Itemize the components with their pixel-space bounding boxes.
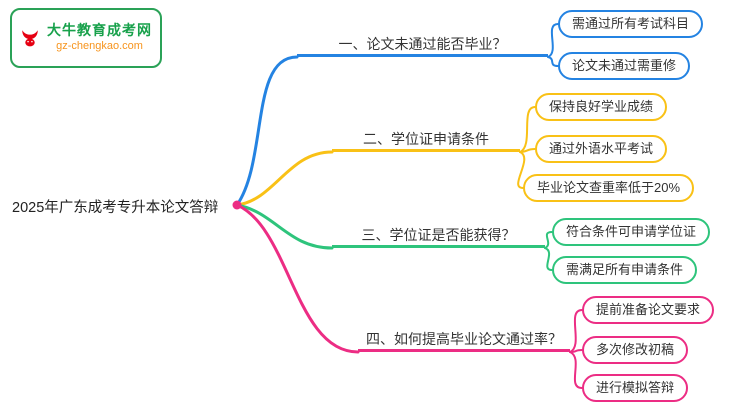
branch2-leaf2: 通过外语水平考试 bbox=[535, 135, 668, 163]
branch3-leaf2-connector bbox=[544, 247, 553, 271]
site-url: gz-chengkao.com bbox=[56, 39, 143, 52]
branch1-leaf2-connector bbox=[547, 56, 559, 67]
branch3-leaf1-connector bbox=[544, 231, 553, 249]
branch2-leaf1: 保持良好学业成绩 bbox=[535, 93, 668, 121]
branch1-leaf1-connector bbox=[547, 23, 559, 58]
logo-text-block: 大牛教育成考网 gz-chengkao.com bbox=[47, 22, 152, 53]
branch2-leaf1-connector bbox=[519, 106, 536, 153]
site-name: 大牛教育成考网 bbox=[47, 22, 152, 39]
branch1-topic: 一、论文未通过能否毕业？ bbox=[297, 34, 548, 57]
branch4-leaf3: 进行模拟答辩 bbox=[582, 374, 689, 402]
branch2-leaf3-connector bbox=[517, 151, 526, 189]
branch2-leaf3: 毕业论文查重率低于20% bbox=[523, 174, 695, 202]
root-topic: 2025年广东成考专升本论文答辩 bbox=[12, 200, 219, 216]
branch4-leaf3-connector bbox=[569, 351, 583, 389]
root-to-branch4-connector bbox=[235, 203, 360, 354]
branch1-leaf2: 论文未通过需重修 bbox=[558, 52, 691, 80]
branch1-leaf1: 需通过所有考试科目 bbox=[558, 10, 704, 38]
branch3-topic: 三、学位证是否能获得？ bbox=[332, 225, 545, 248]
site-logo: 大牛教育成考网 gz-chengkao.com bbox=[10, 8, 162, 68]
root-to-branch2-connector bbox=[235, 150, 334, 207]
root-to-branch3-connector bbox=[235, 203, 334, 250]
root-anchor-dot bbox=[232, 200, 242, 210]
branch4-leaf1-connector bbox=[569, 309, 583, 353]
branch3-leaf2: 需满足所有申请条件 bbox=[552, 256, 698, 284]
branch3-leaf1: 符合条件可申请学位证 bbox=[552, 218, 711, 246]
branch4-topic: 四、如何提高毕业论文通过率？ bbox=[358, 329, 570, 352]
branch4-leaf2: 多次修改初稿 bbox=[582, 336, 689, 364]
branch4-leaf1: 提前准备论文要求 bbox=[582, 296, 715, 324]
bull-icon bbox=[22, 30, 38, 47]
root-to-branch1-connector bbox=[235, 55, 299, 207]
branch2-topic: 二、学位证申请条件 bbox=[332, 129, 520, 152]
